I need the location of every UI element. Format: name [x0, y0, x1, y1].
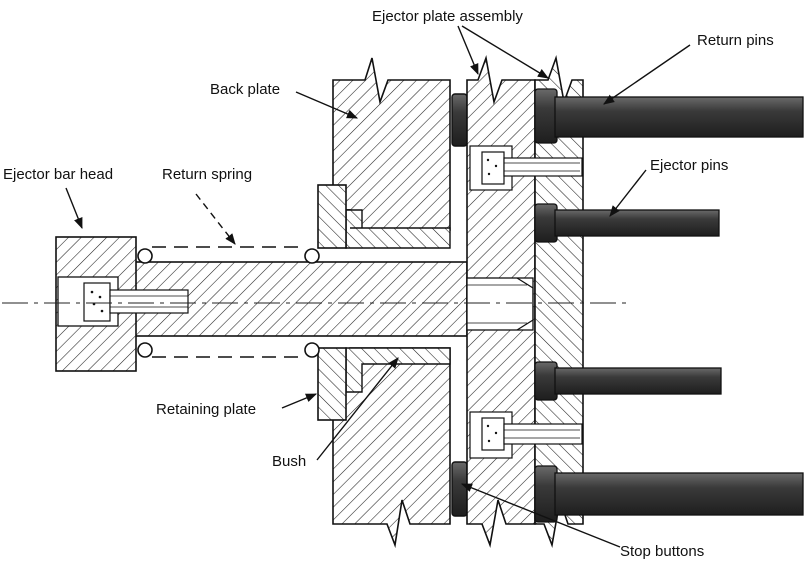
ejector-bar-head [55, 236, 189, 372]
ejector-rod [133, 261, 468, 337]
label-return-spring: Return spring [162, 166, 252, 183]
arrow-stop-buttons [460, 483, 621, 548]
rod-end-thread [466, 277, 534, 331]
labels: Ejector plate assembly Return pins Back … [3, 8, 774, 560]
label-stop-buttons: Stop buttons [620, 543, 704, 560]
arrow-back-plate [295, 91, 359, 119]
label-return-pins: Return pins [697, 32, 774, 49]
label-ejector-bar-head: Ejector bar head [3, 166, 113, 183]
label-bush: Bush [272, 453, 306, 470]
ejector-plate-screw-top [469, 145, 583, 191]
label-retaining-plate: Retaining plate [156, 401, 256, 418]
leader-arrows [65, 25, 691, 548]
label-back-plate: Back plate [210, 81, 280, 98]
arrow-bush [316, 357, 399, 461]
stop-buttons [451, 93, 468, 517]
arrow-ejector-pins [609, 169, 647, 217]
arrow-ejector-bar-head [65, 187, 83, 230]
ejector-plate [534, 54, 584, 548]
label-ejector-pins: Ejector pins [650, 157, 728, 174]
arrow-return-spring [195, 193, 236, 245]
ejector-pins [534, 203, 722, 401]
arrow-return-pins [603, 44, 691, 105]
retaining-plate [317, 184, 347, 421]
arrow-retaining-plate [281, 393, 318, 409]
arrow-ejector-plate-assembly-1 [457, 25, 479, 76]
return-pins [534, 88, 804, 523]
ejector-plate-screw-bottom [469, 411, 583, 459]
arrow-ejector-plate-assembly-2 [461, 25, 549, 79]
label-ejector-plate-assembly: Ejector plate assembly [372, 8, 523, 25]
back-plate [332, 57, 451, 549]
return-spring [137, 246, 320, 358]
